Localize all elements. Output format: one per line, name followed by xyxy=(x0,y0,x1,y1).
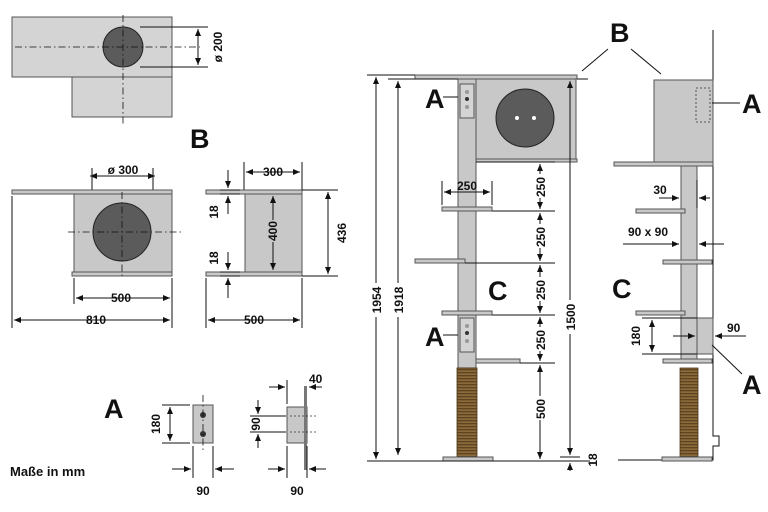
side-sisal-post xyxy=(679,367,699,458)
side-base xyxy=(661,456,713,462)
bracket-side-view: 90 40 90 xyxy=(249,372,326,498)
side-label-a-bottom: A xyxy=(742,370,762,400)
units-note: Maße in mm xyxy=(10,464,85,479)
side-elevation: 30 90 x 90 180 90 A C A xyxy=(612,30,762,462)
label-b-elevation: B xyxy=(610,18,630,48)
top-lower-board xyxy=(71,76,173,118)
elev-top-board xyxy=(414,74,578,80)
elev-sisal-post xyxy=(456,367,478,458)
side-bracket-90: 90 xyxy=(727,321,741,335)
elev-base xyxy=(442,456,494,462)
elev-spacing-4: 250 xyxy=(534,330,548,350)
elev-label-a-bottom: A xyxy=(425,322,445,352)
side-step-1 xyxy=(635,208,686,214)
side-board-18-bottom: 18 xyxy=(207,251,221,265)
side-board-18-top: 18 xyxy=(207,205,221,219)
elev-spacing-1: 250 xyxy=(534,177,548,197)
bracket-front-view: 180 90 xyxy=(149,395,234,498)
cuddle-dia: ø 300 xyxy=(108,163,139,177)
elev-step-3 xyxy=(441,310,493,316)
bracket-gap-90: 90 xyxy=(249,417,263,431)
side-base-500: 500 xyxy=(244,313,264,327)
side-cuddle-base xyxy=(613,161,714,167)
elev-step-2 xyxy=(414,258,466,264)
bracket-depth-40: 40 xyxy=(309,372,323,386)
side-wall xyxy=(618,30,720,461)
side-bracket-180: 180 xyxy=(629,326,643,346)
bracket-height-180: 180 xyxy=(149,414,163,434)
side-top-board xyxy=(205,189,303,195)
side-post-90x90: 90 x 90 xyxy=(628,225,668,239)
side-label-a-top: A xyxy=(742,89,762,119)
label-b-cuddle: B xyxy=(190,124,210,154)
cuddle-width-810: 810 xyxy=(86,313,106,327)
elev-spacing-3: 250 xyxy=(534,280,548,300)
elev-height-1500: 1500 xyxy=(564,303,578,330)
elev-step-4 xyxy=(475,358,521,364)
side-cuddle xyxy=(653,79,714,164)
cuddle-front-view: ø 300 500 810 xyxy=(11,163,182,328)
elev-step-1 xyxy=(441,206,493,212)
side-outer-436: 436 xyxy=(335,223,349,243)
bracket-wall-plate xyxy=(304,386,307,470)
cuddle-top-board xyxy=(11,189,173,195)
side-step-30: 30 xyxy=(653,183,667,197)
bracket-width-90-a: 90 xyxy=(196,484,210,498)
bracket-width-90-b: 90 xyxy=(290,484,304,498)
elev-bottom-500: 500 xyxy=(534,399,548,419)
side-inner-400: 400 xyxy=(266,221,280,241)
side-step-4 xyxy=(662,358,713,364)
elev-label-c: C xyxy=(488,276,508,306)
side-step-3 xyxy=(635,310,686,316)
front-elevation: 250 250 250 250 250 500 1954 1918 1500 xyxy=(367,74,600,471)
elev-post-1918: 1918 xyxy=(392,286,406,313)
elev-step-width-250: 250 xyxy=(457,179,477,193)
top-dia-label: ø 200 xyxy=(211,31,225,62)
label-a-bracket: A xyxy=(104,394,124,424)
side-base-board xyxy=(205,271,303,277)
top-view: ø 200 xyxy=(11,15,225,124)
side-step-2 xyxy=(662,259,713,265)
elev-total-1954: 1954 xyxy=(370,286,384,313)
side-depth-300: 300 xyxy=(263,165,283,179)
elev-label-a-top: A xyxy=(425,84,445,114)
side-bracket xyxy=(696,317,714,355)
elev-cuddle-hole xyxy=(495,88,555,148)
elev-base-18: 18 xyxy=(586,453,600,467)
cuddle-width-500: 500 xyxy=(111,291,131,305)
elev-spacing-2: 250 xyxy=(534,227,548,247)
cuddle-side-view: 300 18 18 400 436 500 xyxy=(205,162,349,328)
side-label-c: C xyxy=(612,274,632,304)
